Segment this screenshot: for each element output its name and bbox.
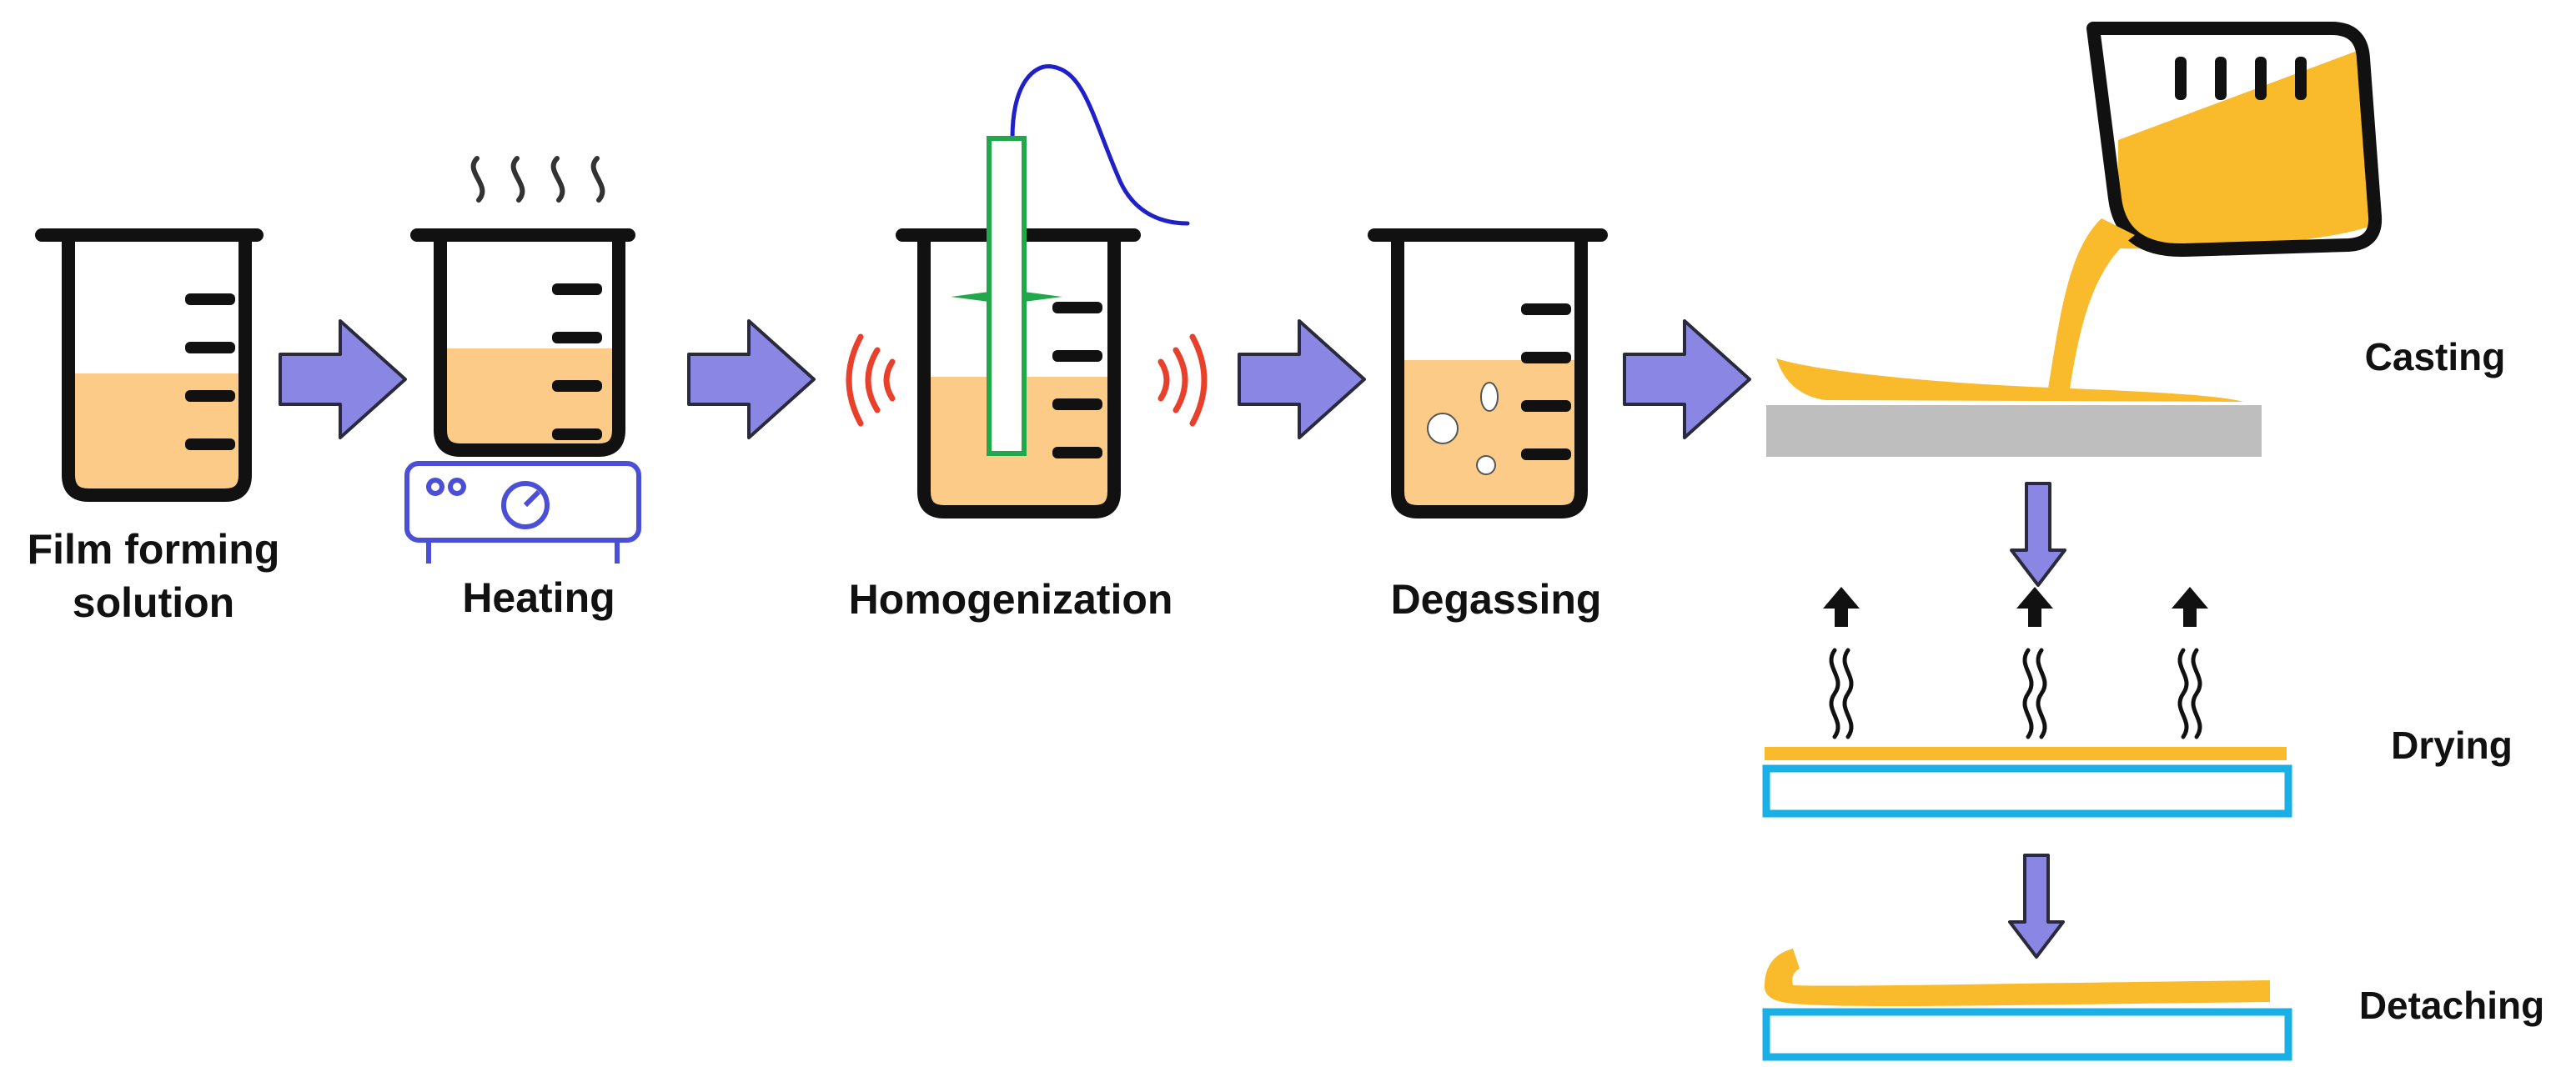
label-drying: Drying — [2391, 724, 2513, 767]
probe-cable — [1010, 64, 1190, 226]
label-casting: Casting — [2365, 335, 2506, 378]
drying-film — [1765, 747, 2287, 760]
detached-film — [1764, 949, 2270, 1007]
sound-waves-left — [846, 333, 896, 427]
cast-film-liquid — [1776, 358, 2243, 402]
pouring-jug-icon — [2086, 22, 2383, 258]
detaching-glass-plate — [1762, 1008, 2292, 1061]
label-heating: Heating — [462, 574, 615, 621]
label-degassing: Degassing — [1391, 576, 1602, 623]
process-arrow-4 — [1623, 319, 1751, 439]
beaker-film-forming-solution — [35, 228, 264, 502]
pouring-stream — [2048, 218, 2135, 388]
label-homogenization: Homogenization — [849, 576, 1173, 623]
beaker-heating — [410, 228, 635, 457]
down-arrow-1 — [2010, 482, 2066, 587]
process-arrow-3 — [1238, 319, 1366, 439]
sound-waves-right — [1157, 333, 1208, 427]
evaporation-arrow-center — [2016, 587, 2053, 737]
drying-glass-plate — [1762, 764, 2292, 818]
casting-plate — [1766, 405, 2262, 457]
label-film-forming-line1: Film forming — [28, 526, 280, 573]
evaporation-arrow-right — [2172, 587, 2208, 737]
label-detaching: Detaching — [2359, 984, 2544, 1027]
homogenizer-probe-icon — [951, 136, 1062, 456]
hotplate-icon — [404, 461, 641, 564]
air-bubbles — [1427, 382, 1499, 475]
beaker-degassing — [1368, 228, 1608, 518]
steam-squiggles — [470, 156, 605, 203]
evaporation-arrow-left — [1823, 587, 1860, 737]
process-arrow-1 — [279, 319, 407, 439]
process-arrow-2 — [687, 319, 816, 439]
down-arrow-2 — [2008, 854, 2065, 959]
label-film-forming-line2: solution — [73, 579, 234, 626]
